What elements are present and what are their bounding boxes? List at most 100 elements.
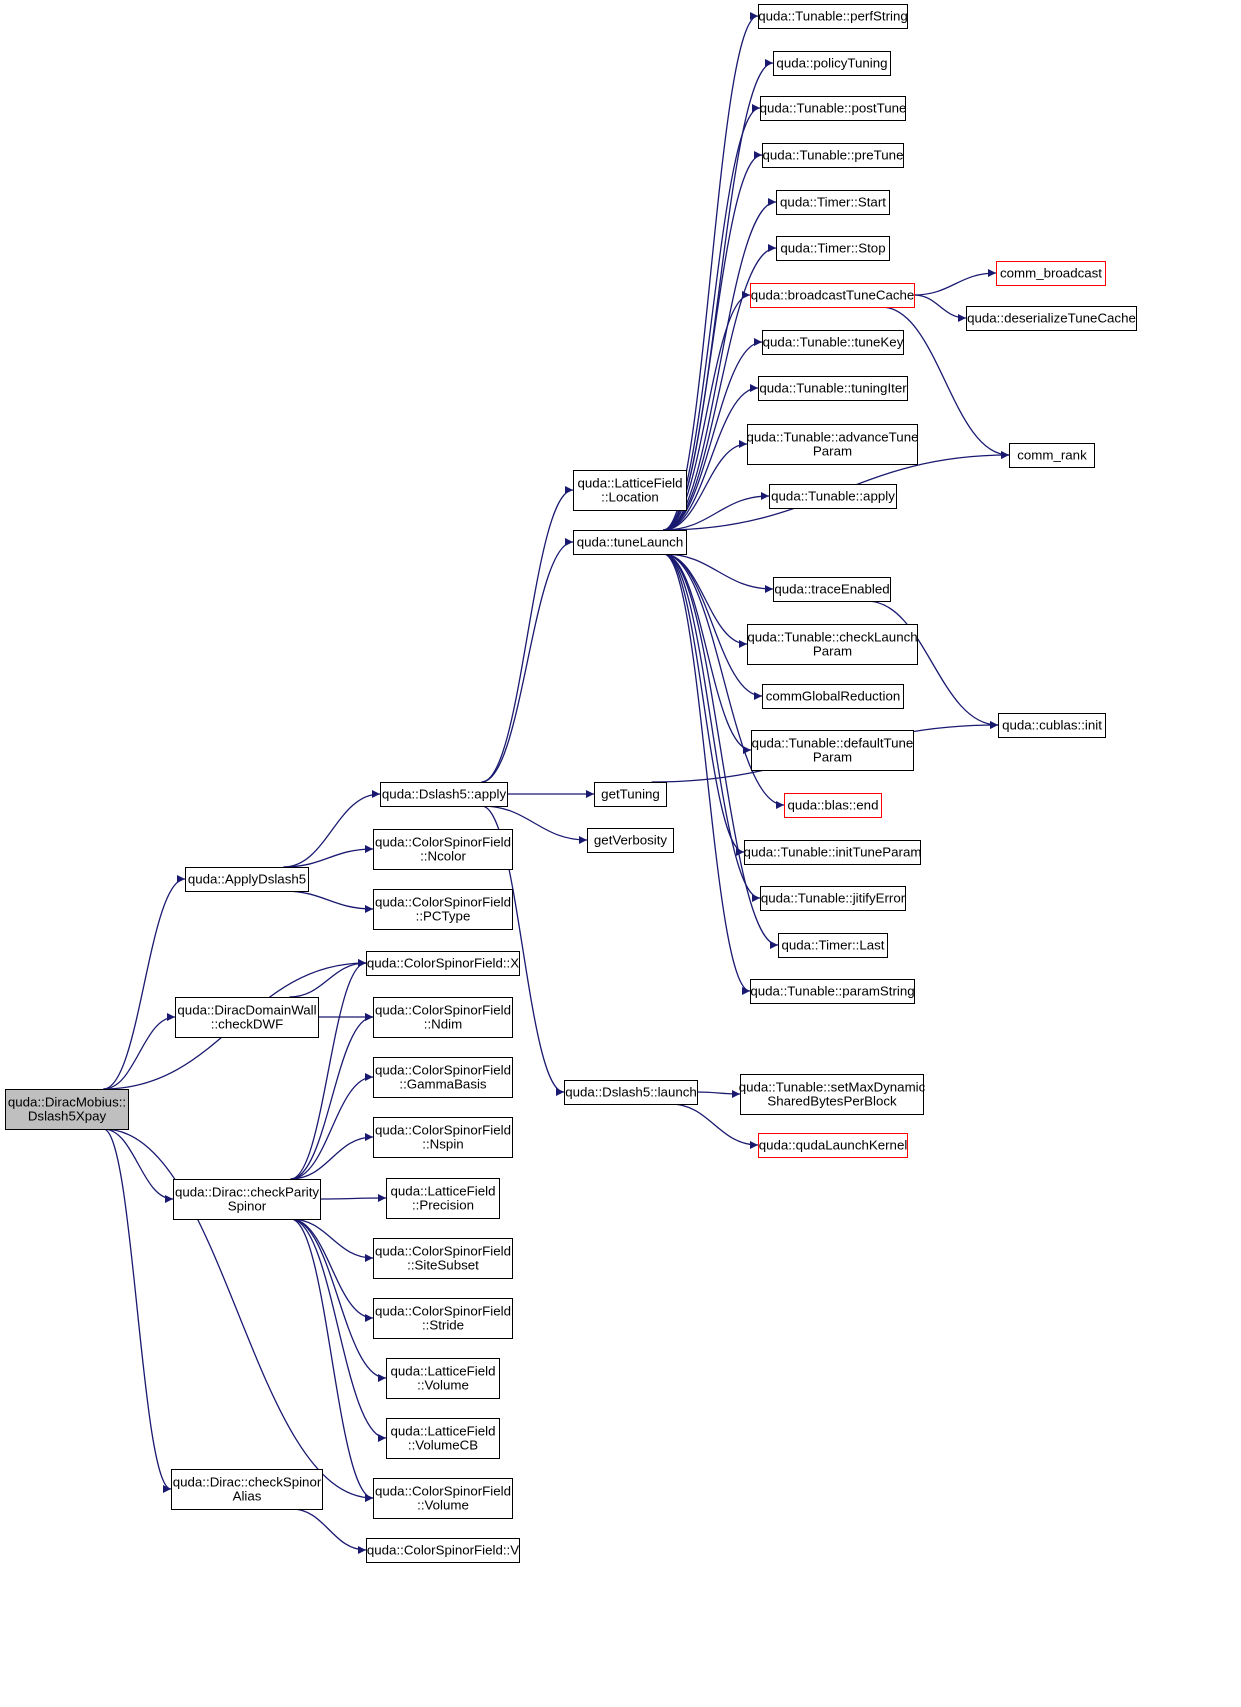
edge-broadcast-tune-cache-to-deserialize-tune-cache xyxy=(913,294,967,322)
node-jitify-error[interactable]: quda::Tunable::jitifyError xyxy=(760,886,906,911)
node-box xyxy=(386,1418,500,1459)
node-box xyxy=(966,306,1137,331)
node-box xyxy=(373,1117,513,1158)
node-perf-string[interactable]: quda::Tunable::perfString xyxy=(758,4,908,29)
node-csf-x[interactable]: quda::ColorSpinorField::X xyxy=(366,951,520,976)
node-label-line: quda::Tunable::tuningIter xyxy=(759,381,907,396)
node-init-tune-param[interactable]: quda::Tunable::initTuneParam xyxy=(744,840,922,865)
node-comm-global-reduction[interactable]: commGlobalReduction xyxy=(762,684,904,709)
edge-tune-launch-to-param-string xyxy=(663,553,751,995)
node-ncolor[interactable]: quda::ColorSpinorField::Ncolor xyxy=(373,829,513,870)
node-cublas-init[interactable]: quda::cublas::init xyxy=(998,713,1106,738)
node-label-line: comm_rank xyxy=(1017,448,1087,463)
node-label-line: quda::traceEnabled xyxy=(774,582,889,597)
node-tunable-apply[interactable]: quda::Tunable::apply xyxy=(769,484,897,509)
node-get-verbosity[interactable]: getVerbosity xyxy=(587,828,674,853)
node-label-line: quda::Tunable::apply xyxy=(771,489,895,504)
node-label-line: Dslash5Xpay xyxy=(28,1109,107,1124)
node-quda-launch-kernel[interactable]: quda::qudaLaunchKernel xyxy=(758,1133,908,1158)
node-pctype[interactable]: quda::ColorSpinorField::PCType xyxy=(373,889,513,930)
node-apply-dslash5[interactable]: quda::ApplyDslash5 xyxy=(185,867,309,892)
node-box xyxy=(778,933,888,958)
node-label-line: ::Ndim xyxy=(424,1017,462,1032)
node-label-line: ::Ncolor xyxy=(420,849,466,864)
node-lf-location[interactable]: quda::LatticeField::Location xyxy=(573,470,687,511)
node-root[interactable]: quda::DiracMobius::Dslash5Xpay xyxy=(5,1089,129,1130)
node-lf-volume[interactable]: quda::LatticeField::Volume xyxy=(386,1358,500,1399)
node-comm-rank[interactable]: comm_rank xyxy=(1009,443,1095,468)
node-check-dwf[interactable]: quda::DiracDomainWall::checkDWF xyxy=(175,997,319,1038)
node-box xyxy=(769,484,897,509)
node-trace-enabled[interactable]: quda::traceEnabled xyxy=(773,577,891,602)
node-box xyxy=(373,1298,513,1339)
edge-check-parity-to-ndim xyxy=(290,1013,374,1180)
node-label-line: quda::DiracDomainWall xyxy=(177,1003,316,1018)
node-timer-start[interactable]: quda::Timer::Start xyxy=(776,190,890,215)
node-label-line: Param xyxy=(813,444,852,459)
node-label-line: quda::ColorSpinorField::X xyxy=(367,956,519,971)
node-label-line: ::Nspin xyxy=(422,1137,463,1152)
edge-tune-launch-to-default-tune-param xyxy=(663,553,752,754)
node-label-line: quda::Tunable::setMaxDynamic xyxy=(739,1080,926,1095)
node-timer-stop[interactable]: quda::Timer::Stop xyxy=(776,236,890,261)
node-box xyxy=(380,782,508,807)
node-lf-volume-cb[interactable]: quda::LatticeField::VolumeCB xyxy=(386,1418,500,1459)
node-ndim[interactable]: quda::ColorSpinorField::Ndim xyxy=(373,997,513,1038)
node-label-line: ::checkDWF xyxy=(211,1017,283,1032)
node-dslash5launch[interactable]: quda::Dslash5::launch xyxy=(564,1080,698,1105)
edge-tune-launch-to-post-tune xyxy=(663,104,761,531)
node-timer-last[interactable]: quda::Timer::Last xyxy=(778,933,888,958)
node-box xyxy=(1009,443,1095,468)
node-comm-broadcast[interactable]: comm_broadcast xyxy=(996,261,1106,286)
node-label-line: getTuning xyxy=(601,787,660,802)
node-box xyxy=(373,1238,513,1279)
node-stride[interactable]: quda::ColorSpinorField::Stride xyxy=(373,1298,513,1339)
node-label-line: quda::Dirac::checkParity xyxy=(175,1185,319,1200)
node-set-max-dynamic[interactable]: quda::Tunable::setMaxDynamicSharedBytesP… xyxy=(739,1074,926,1115)
node-get-tuning[interactable]: getTuning xyxy=(594,782,667,807)
node-box xyxy=(758,376,908,401)
node-csf-v[interactable]: quda::ColorSpinorField::V xyxy=(366,1538,520,1563)
node-label-line: quda::ColorSpinorField xyxy=(375,1003,511,1018)
node-label-line: ::Precision xyxy=(412,1198,474,1213)
node-gamma-basis[interactable]: quda::ColorSpinorField::GammaBasis xyxy=(373,1057,513,1098)
node-tune-key[interactable]: quda::Tunable::tuneKey xyxy=(762,330,904,355)
node-label-line: ::Volume xyxy=(417,1378,469,1393)
node-blas-end[interactable]: quda::blas::end xyxy=(784,793,882,818)
node-label-line: quda::ColorSpinorField xyxy=(375,1484,511,1499)
node-deserialize-tune-cache[interactable]: quda::deserializeTuneCache xyxy=(966,306,1137,331)
node-box xyxy=(750,979,915,1004)
node-broadcast-tune-cache[interactable]: quda::broadcastTuneCache xyxy=(750,283,915,308)
node-csf-volume[interactable]: quda::ColorSpinorField::Volume xyxy=(373,1478,513,1519)
node-tune-launch[interactable]: quda::tuneLaunch xyxy=(573,530,687,555)
edge-dslash5launch-to-quda-launch-kernel xyxy=(670,1103,759,1149)
node-label-line: quda::Tunable::initTuneParam xyxy=(744,845,922,860)
edge-tune-launch-to-comm-global-reduction xyxy=(663,553,763,700)
node-post-tune[interactable]: quda::Tunable::postTune xyxy=(760,96,907,121)
node-box xyxy=(751,730,914,771)
node-box xyxy=(762,330,904,355)
node-policy-tuning[interactable]: quda::policyTuning xyxy=(773,51,891,76)
node-box xyxy=(773,51,891,76)
edge-tune-launch-to-tune-key xyxy=(663,338,763,531)
node-label-line: quda::LatticeField xyxy=(578,476,683,491)
node-label-line: quda::ColorSpinorField xyxy=(375,895,511,910)
node-tuning-iter[interactable]: quda::Tunable::tuningIter xyxy=(758,376,908,401)
node-box xyxy=(373,889,513,930)
node-label-line: ::SiteSubset xyxy=(407,1258,479,1273)
node-box xyxy=(373,829,513,870)
node-dslash5apply[interactable]: quda::Dslash5::apply xyxy=(380,782,508,807)
node-site-subset[interactable]: quda::ColorSpinorField::SiteSubset xyxy=(373,1238,513,1279)
node-nspin[interactable]: quda::ColorSpinorField::Nspin xyxy=(373,1117,513,1158)
node-param-string[interactable]: quda::Tunable::paramString xyxy=(750,979,915,1004)
node-label-line: quda::Timer::Stop xyxy=(780,241,885,256)
node-precision[interactable]: quda::LatticeField::Precision xyxy=(386,1178,500,1219)
node-pre-tune[interactable]: quda::Tunable::preTune xyxy=(762,143,904,168)
edge-check-parity-to-csf-volume xyxy=(290,1218,374,1502)
